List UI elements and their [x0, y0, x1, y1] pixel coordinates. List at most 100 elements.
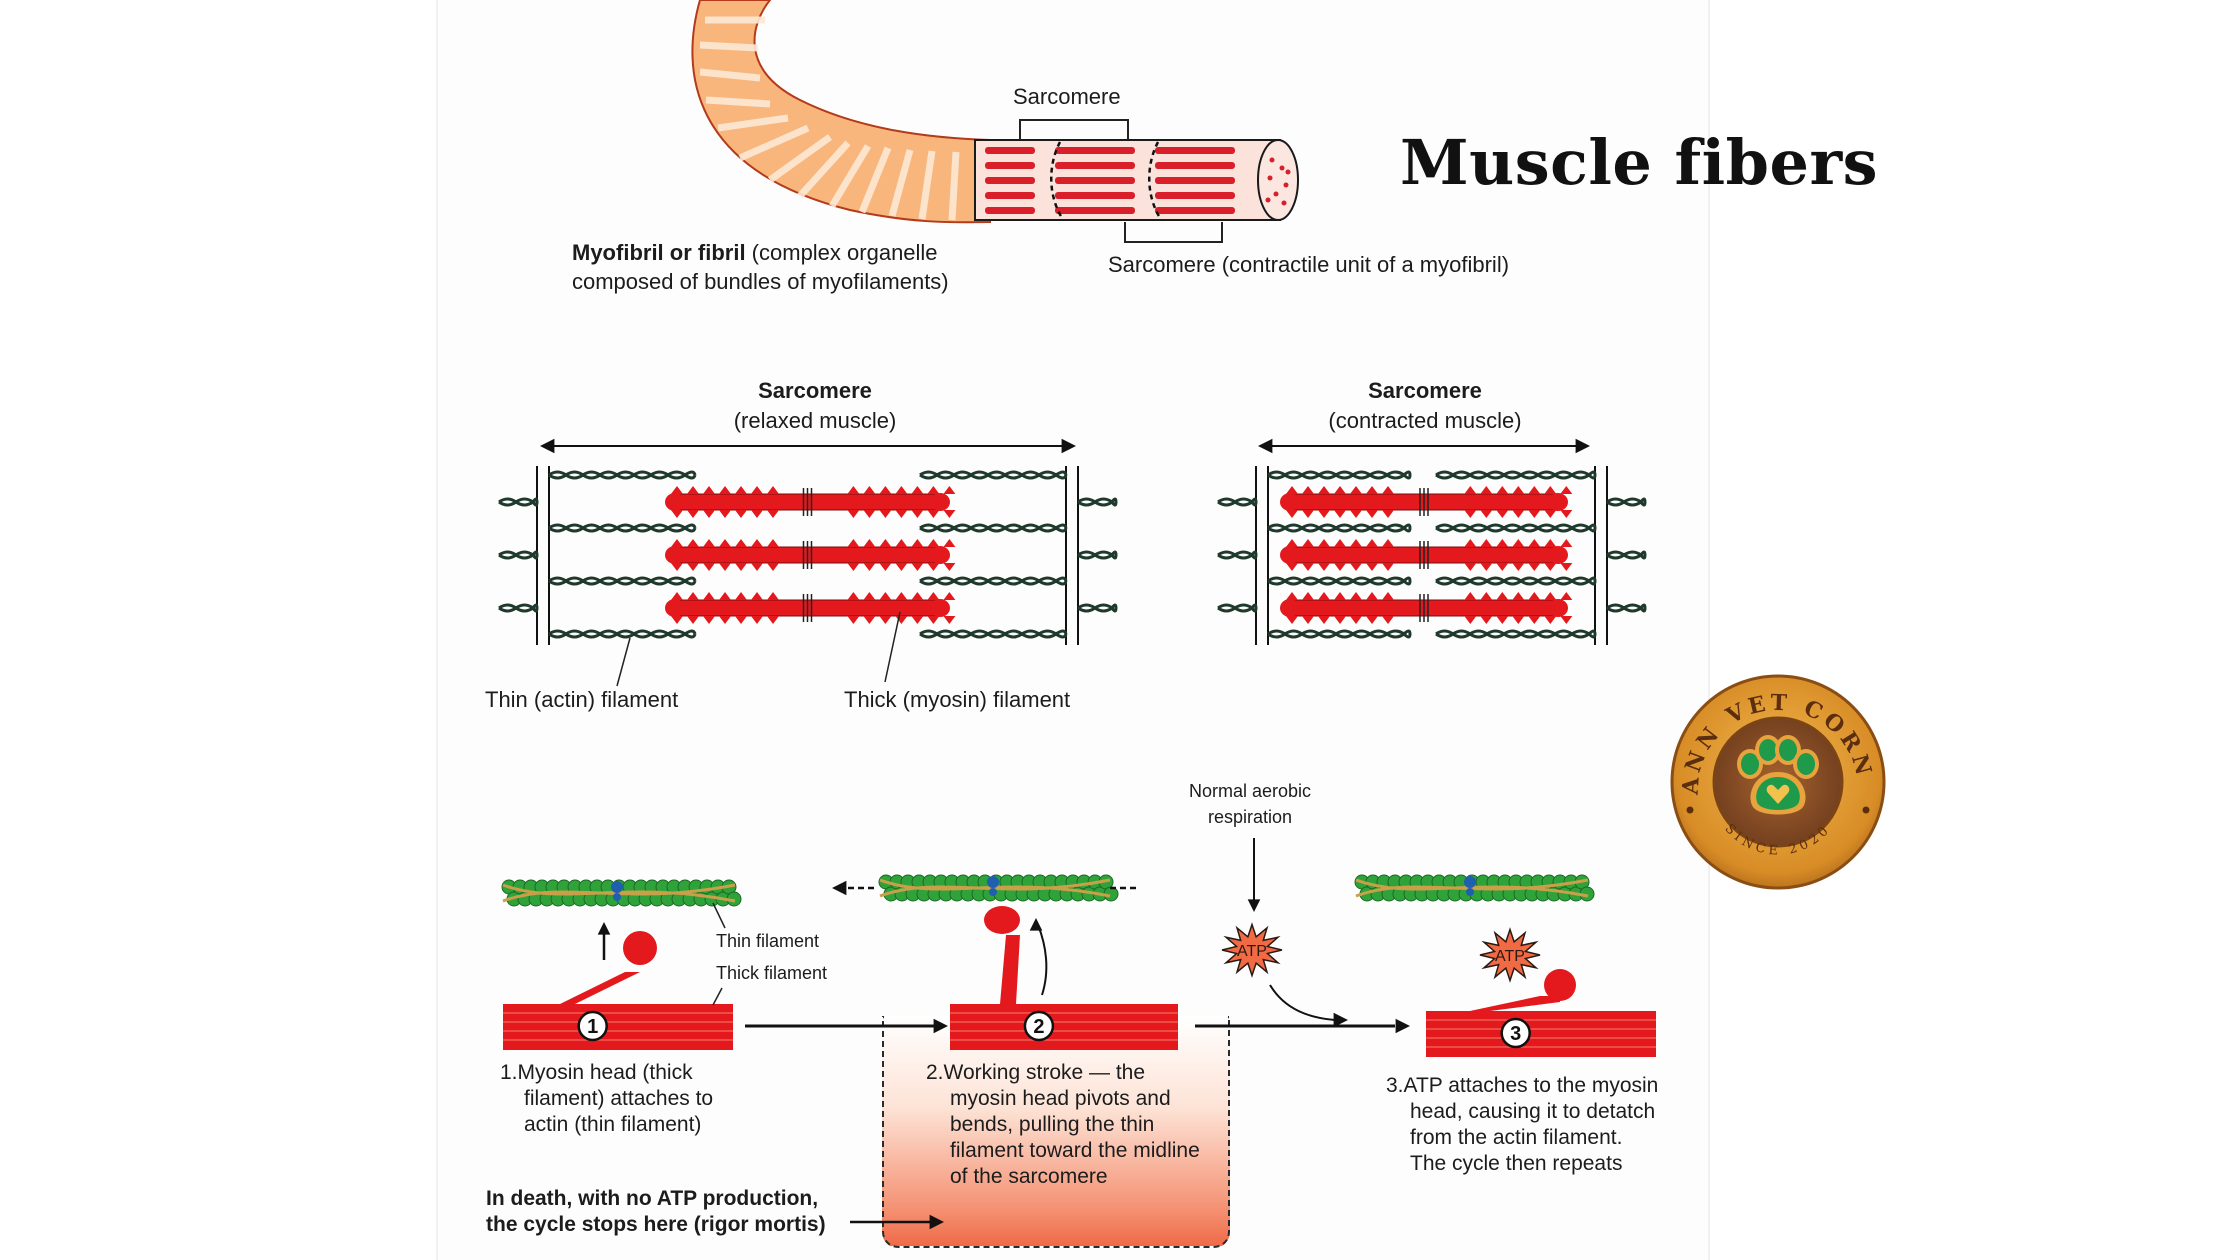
myosin-head	[623, 931, 657, 965]
thin-label-leader	[616, 637, 631, 687]
sarcomere-bottom-bracket	[1124, 222, 1223, 243]
step-number-badge	[577, 1010, 608, 1042]
tropomyosin	[879, 878, 1111, 898]
step-2-text: 2.Working stroke — the myosin head pivot…	[926, 1060, 1200, 1190]
contracted-title: Sarcomere	[1368, 378, 1482, 403]
flow-arrow-1-2-head	[933, 1018, 948, 1034]
myosin-filament	[1280, 539, 1573, 571]
atp-curve-arrow-head	[1333, 1012, 1348, 1028]
atp-label: ATP	[1495, 948, 1525, 965]
tropomyosin	[1355, 878, 1589, 898]
atp-burst-icon: ATP	[1479, 927, 1541, 983]
step-number-badge	[1023, 1010, 1055, 1042]
arrow-left-head	[540, 438, 555, 454]
flow-arrow-2-3-head	[1395, 1018, 1410, 1034]
actin-filament	[1077, 550, 1118, 560]
troponin-site	[1464, 876, 1476, 888]
actin-filament	[498, 550, 539, 560]
atp-curve-arrow	[1269, 984, 1336, 1021]
step-3-line: ATP attaches to the myosin	[1403, 1074, 1659, 1097]
myosin-filament	[1280, 486, 1573, 518]
sarcomere-top-label: Sarcomere	[1013, 84, 1121, 109]
thick-filament-bar: 3	[1426, 1011, 1656, 1057]
step-1-line: actin (thin filament)	[524, 1113, 702, 1136]
actin-filament	[1267, 470, 1412, 480]
step-1-lead: 1.	[500, 1061, 518, 1084]
thick-filament-bar: 1	[503, 1004, 733, 1050]
step-1-text: 1.Myosin head (thick filament) attaches …	[500, 1060, 713, 1138]
actin-filament	[919, 523, 1068, 533]
pivot-arrow	[1037, 924, 1048, 996]
step-number-badge	[1500, 1017, 1531, 1049]
actin-filament	[1267, 576, 1412, 586]
thick-filament-label: Thick filament	[716, 963, 828, 983]
myofibril-label-line1: Myofibril or fibril (complex organelle	[572, 240, 938, 266]
fiber-curve	[691, 0, 991, 224]
thin-filament-actin	[501, 879, 742, 907]
rigor-arrow-head	[929, 1214, 944, 1230]
arrow-right-head	[1061, 438, 1076, 454]
thick-myosin-label: Thick (myosin) filament	[844, 687, 1071, 712]
attach-arrow-head	[597, 922, 611, 935]
myosin-head	[984, 906, 1020, 934]
actin-filament	[1077, 603, 1118, 613]
myofibril-illustration	[691, 0, 1299, 243]
actin-filament	[1077, 497, 1118, 507]
actin-filament	[548, 576, 697, 586]
step-3-lead: 3.	[1386, 1074, 1404, 1097]
actin-filament	[498, 497, 539, 507]
actin-filament	[1217, 497, 1258, 507]
actin-filament	[1606, 497, 1647, 507]
step-number: 3	[1510, 1023, 1521, 1045]
myofibril-term: Myofibril or fibril	[572, 240, 746, 265]
step-2-line: filament toward the midline	[950, 1139, 1200, 1162]
tropomyosin	[502, 883, 736, 903]
thin-actin-label: Thin (actin) filament	[485, 687, 679, 712]
actin-filament	[919, 576, 1068, 586]
pivot-arrow-head	[1029, 918, 1043, 931]
myosin-filament	[665, 592, 956, 624]
actin-filament	[548, 470, 697, 480]
rigor-line-2: the cycle stops here (rigor mortis)	[486, 1213, 826, 1236]
step-1-line: Myosin head (thick	[517, 1061, 693, 1084]
troponin-site	[987, 876, 999, 888]
thick-filament-leader	[712, 987, 723, 1006]
troponin-site	[613, 893, 621, 901]
myofibril-label-line2: composed of bundles of myofilaments)	[572, 269, 949, 294]
thin-filament-actin	[1354, 874, 1595, 902]
relaxed-subtitle: (relaxed muscle)	[733, 408, 897, 433]
step-2-lead: 2.	[926, 1061, 944, 1084]
actin-filament	[919, 470, 1068, 480]
myosin-neck	[560, 972, 640, 1004]
relaxed-title: Sarcomere	[758, 378, 872, 403]
rigor-mortis-box	[882, 1016, 1230, 1248]
actin-filament	[548, 629, 697, 639]
paw-heart-icon	[1737, 735, 1819, 815]
troponin-site	[1466, 888, 1474, 896]
mann-vet-corner-logo: MANN VET CORNER SINCE 2020	[1654, 652, 1886, 890]
myofibril-desc: (complex organelle	[745, 240, 938, 265]
thick-label-leader	[884, 611, 901, 683]
step-2-line: myosin head pivots and	[950, 1087, 1171, 1110]
actin-filament	[1267, 629, 1412, 639]
aerobic-arrow-head	[1247, 899, 1261, 912]
step-3-line: head, causing it to detatch	[1410, 1100, 1656, 1123]
actin-filament	[1267, 523, 1412, 533]
thin-filament-label: Thin filament	[716, 931, 820, 951]
atp-burst-icon: ATP	[1221, 922, 1283, 978]
step-2-line: of the sarcomere	[950, 1165, 1108, 1188]
arrow-left-head	[1258, 438, 1273, 454]
aerobic-label-line1: Normal aerobic	[1188, 781, 1312, 801]
actin-filament	[1435, 523, 1597, 533]
thin-filament-actin	[878, 874, 1119, 902]
actin-filament	[498, 603, 539, 613]
page-title: Muscle fibers	[1400, 126, 1879, 199]
step-number: 1	[587, 1016, 598, 1038]
step-number: 2	[1033, 1016, 1044, 1038]
myosin-neck	[1470, 996, 1560, 1011]
atp-label: ATP	[1237, 943, 1267, 960]
step-2-line: Working stroke — the	[943, 1061, 1146, 1084]
